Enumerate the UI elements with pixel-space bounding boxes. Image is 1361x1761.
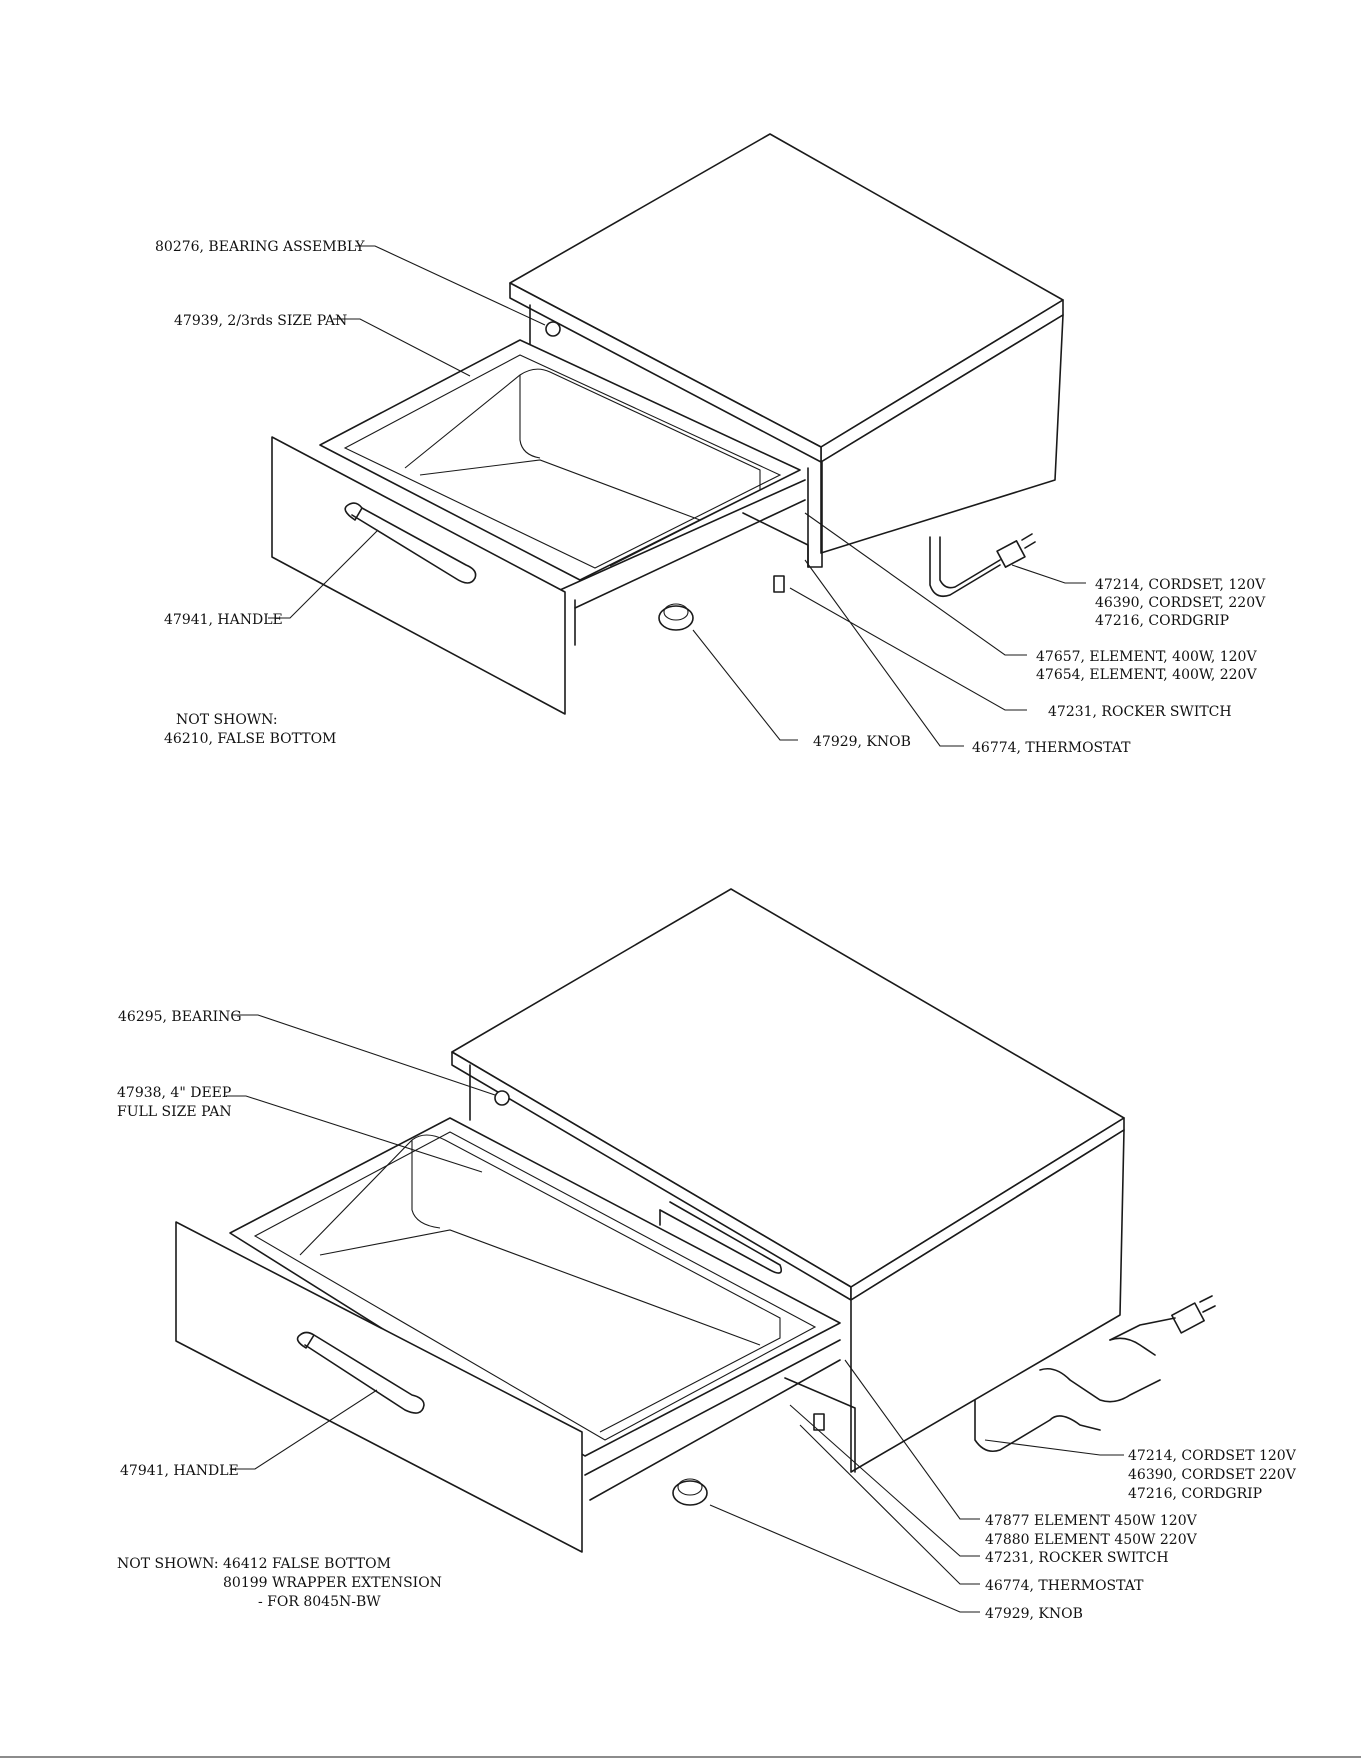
label-not-shown-heading: NOT SHOWN:	[176, 712, 278, 728]
label-bearing: 46295, BEARING	[118, 1009, 242, 1025]
label-element-120v: 47657, ELEMENT, 400W, 120V	[1036, 649, 1257, 665]
top-knob	[658, 605, 694, 631]
label-bearing-assembly: 80276, BEARING ASSEMBLY	[155, 239, 365, 255]
bottom-warmer-drawing: 46295, BEARING 47938, 4" DEEP FULL SIZE …	[117, 888, 1297, 1622]
label-element-220v-bottom: 47880 ELEMENT 450W 220V	[985, 1532, 1198, 1548]
label-pan-2-3-size: 47939, 2/3rds SIZE PAN	[174, 313, 347, 329]
label-not-shown-heading-bottom: NOT SHOWN:	[117, 1556, 219, 1572]
label-rocker-switch: 47231, ROCKER SWITCH	[1048, 704, 1232, 720]
label-false-bottom: 46210, FALSE BOTTOM	[164, 731, 336, 747]
bottom-leaders	[226, 1014, 1124, 1613]
label-cordset-220v: 46390, CORDSET, 220V	[1095, 595, 1266, 611]
label-knob-bottom: 47929, KNOB	[985, 1606, 1083, 1622]
label-rocker-switch-bottom: 47231, ROCKER SWITCH	[985, 1550, 1169, 1566]
top-cabinet	[509, 133, 1064, 568]
bottom-bearing	[494, 1090, 510, 1106]
label-cordgrip-bottom: 47216, CORDGRIP	[1128, 1486, 1262, 1502]
bottom-handle	[296, 1331, 425, 1414]
bottom-cabinet	[451, 888, 1125, 1473]
top-warmer-drawing: 80276, BEARING ASSEMBLY 47939, 2/3rds SI…	[155, 133, 1266, 756]
top-rocker-switch	[773, 575, 785, 593]
label-handle-bottom: 47941, HANDLE	[120, 1463, 239, 1479]
label-cordgrip: 47216, CORDGRIP	[1095, 613, 1229, 629]
top-leaders	[268, 245, 1086, 747]
label-thermostat-bottom: 46774, THERMOSTAT	[985, 1578, 1144, 1594]
top-drawer-front	[271, 436, 566, 715]
top-bearing	[545, 321, 561, 337]
top-cordset	[929, 533, 1036, 598]
label-full-size-pan: FULL SIZE PAN	[117, 1104, 232, 1120]
top-drawer	[271, 321, 806, 715]
label-wrapper-note: - FOR 8045N-BW	[258, 1594, 381, 1610]
label-element-120v-bottom: 47877 ELEMENT 450W 120V	[985, 1513, 1198, 1529]
label-handle: 47941, HANDLE	[164, 612, 283, 628]
label-cordset-220v-bottom: 46390, CORDSET 220V	[1128, 1467, 1297, 1483]
top-handle	[344, 502, 477, 584]
label-element-220v: 47654, ELEMENT, 400W, 220V	[1036, 667, 1257, 683]
label-cordset-120v-bottom: 47214, CORDSET 120V	[1128, 1448, 1297, 1464]
label-pan-4-deep: 47938, 4" DEEP	[117, 1085, 231, 1101]
label-false-bottom-bottom: 46412 FALSE BOTTOM	[223, 1556, 391, 1572]
label-thermostat: 46774, THERMOSTAT	[972, 740, 1131, 756]
bottom-drawer-front	[175, 1221, 583, 1553]
bottom-knob	[672, 1480, 708, 1506]
label-cordset-120v: 47214, CORDSET, 120V	[1095, 577, 1266, 593]
label-knob: 47929, KNOB	[813, 734, 911, 750]
label-wrapper-extension: 80199 WRAPPER EXTENSION	[223, 1575, 442, 1591]
bottom-drawer	[175, 1090, 841, 1553]
bottom-cordset	[974, 1295, 1216, 1453]
bottom-rocker-switch	[813, 1413, 825, 1431]
